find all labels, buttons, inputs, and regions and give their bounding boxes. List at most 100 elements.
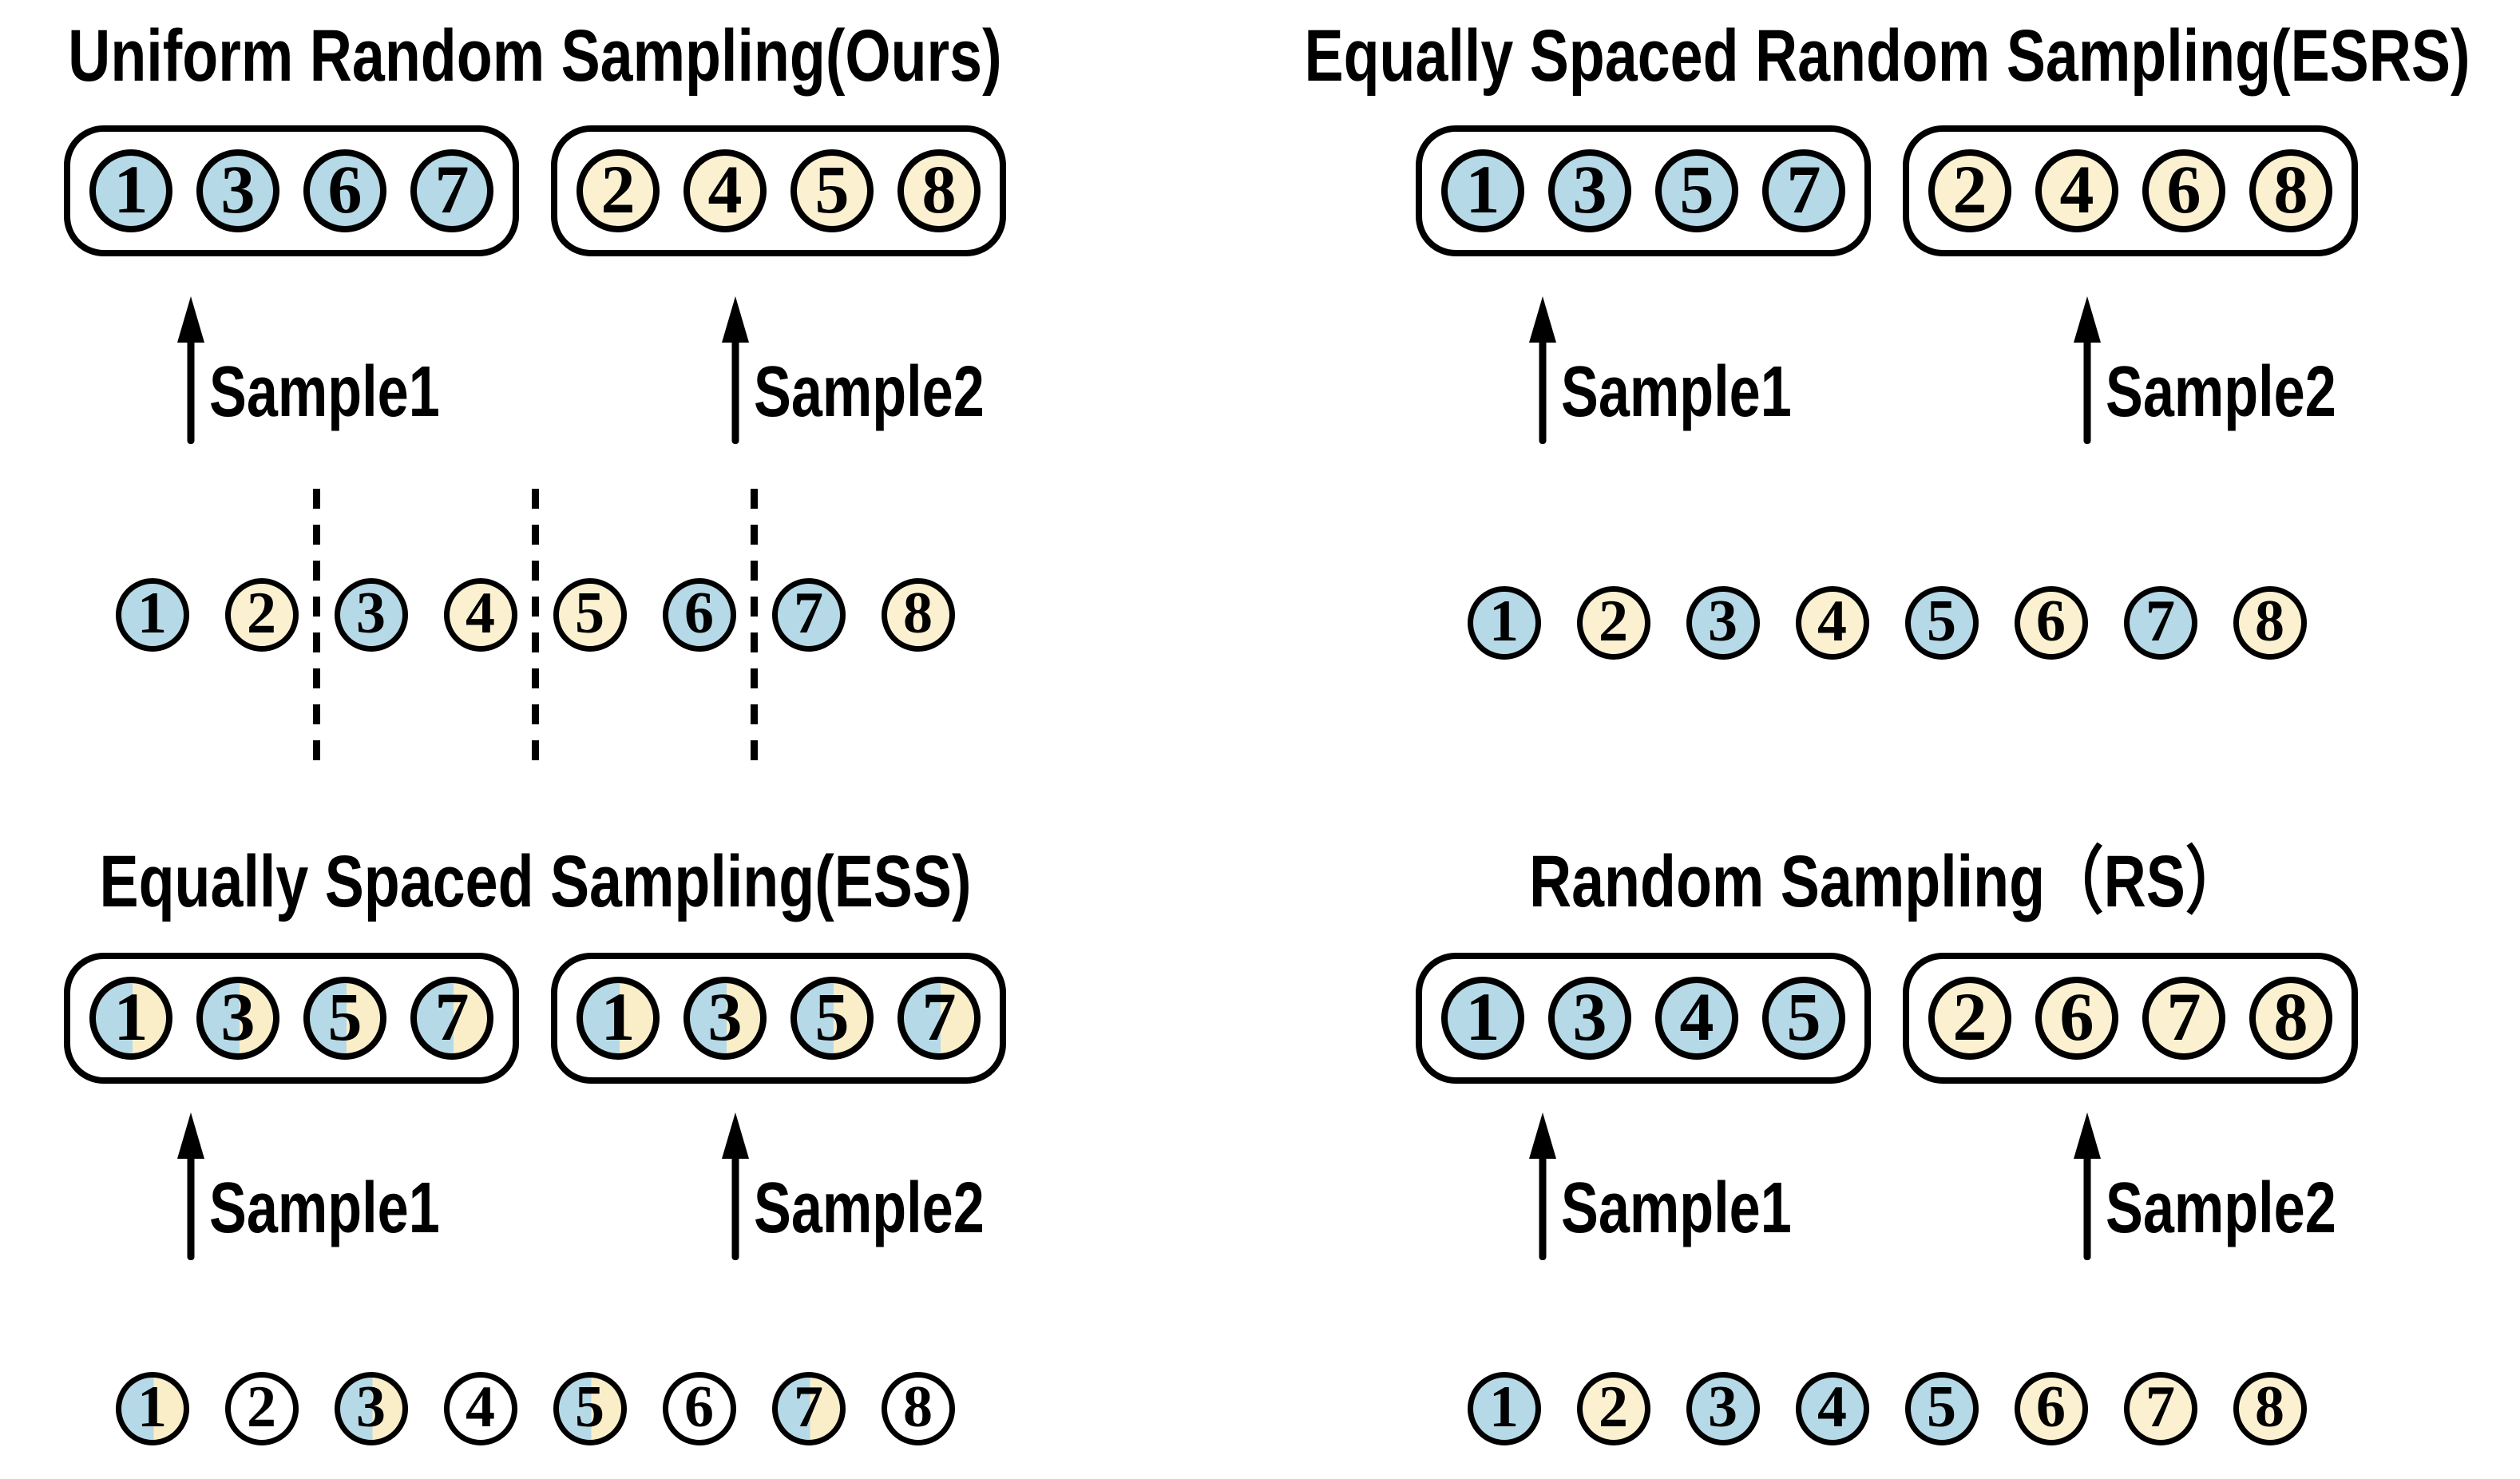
frame-number: 8 bbox=[903, 1374, 933, 1440]
frame-number: 3 bbox=[1708, 1374, 1737, 1440]
frame-circle-5: 5 bbox=[1904, 1371, 1979, 1445]
frame-number: 5 bbox=[1927, 1374, 1956, 1440]
arrows-row: Sample1 Sample2 bbox=[1524, 1112, 2400, 1260]
frame-circle-7: 7 bbox=[2123, 585, 2197, 660]
frame-circle-7: 7 bbox=[2123, 1371, 2197, 1445]
up-arrow-icon bbox=[717, 296, 754, 444]
frame-number: 1 bbox=[137, 580, 167, 646]
frame-number: 8 bbox=[2255, 1374, 2284, 1440]
frame-number: 3 bbox=[707, 977, 743, 1055]
frame-number: 7 bbox=[794, 580, 823, 646]
frame-circle-4: 4 bbox=[2035, 149, 2118, 232]
frame-number: 5 bbox=[327, 977, 363, 1055]
frame-circle-3: 3 bbox=[334, 577, 408, 652]
frame-number: 4 bbox=[466, 1374, 495, 1440]
frame-number: 4 bbox=[1817, 1374, 1847, 1440]
frame-number: 5 bbox=[575, 1374, 604, 1440]
arrows-row: Sample1 Sample2 bbox=[172, 1112, 1048, 1260]
frame-circle-4: 4 bbox=[443, 1371, 517, 1445]
frame-number: 1 bbox=[1465, 977, 1500, 1055]
frame-number: 8 bbox=[921, 150, 957, 228]
panel-title: Random Sampling（RS） bbox=[1529, 841, 2245, 922]
group-divider-dashed-line bbox=[312, 488, 320, 764]
frame-number: 7 bbox=[2146, 588, 2175, 654]
frame-number: 1 bbox=[113, 150, 149, 228]
frame-circle-6: 6 bbox=[2035, 976, 2118, 1060]
arrows-row: Sample1 Sample2 bbox=[1524, 296, 2400, 444]
frame-circle-3: 3 bbox=[1548, 149, 1631, 232]
frame-circle-1: 1 bbox=[1441, 149, 1524, 232]
frame-number: 7 bbox=[2166, 977, 2201, 1055]
frame-circle-6: 6 bbox=[2014, 1371, 2088, 1445]
frame-number: 3 bbox=[356, 580, 386, 646]
frame-circle-2: 2 bbox=[1576, 1371, 1650, 1445]
frame-number: 7 bbox=[2146, 1374, 2175, 1440]
frame-circle-5: 5 bbox=[1904, 585, 1979, 660]
frame-circle-5: 5 bbox=[1762, 976, 1845, 1060]
frame-circle-2: 2 bbox=[577, 149, 660, 232]
frame-number: 7 bbox=[794, 1374, 823, 1440]
sample1-label: Sample1 bbox=[1561, 351, 1793, 432]
frame-number: 2 bbox=[1599, 1374, 1628, 1440]
frame-circle-1: 1 bbox=[577, 976, 660, 1060]
frame-circle-7: 7 bbox=[410, 149, 493, 232]
frame-number: 3 bbox=[220, 977, 256, 1055]
up-arrow-icon bbox=[1524, 1112, 1561, 1260]
frame-number: 3 bbox=[356, 1374, 386, 1440]
sample2-arrow-group: Sample2 bbox=[717, 1112, 1049, 1260]
frame-number: 1 bbox=[1465, 150, 1500, 228]
frame-number: 6 bbox=[2036, 1374, 2066, 1440]
frame-circle-8: 8 bbox=[881, 577, 955, 652]
frame-circle-3: 3 bbox=[196, 976, 279, 1060]
frame-circle-4: 4 bbox=[683, 149, 767, 232]
frame-circle-7: 7 bbox=[771, 577, 846, 652]
frame-number: 3 bbox=[1572, 977, 1607, 1055]
frame-circle-8: 8 bbox=[897, 149, 981, 232]
frame-number: 6 bbox=[327, 150, 363, 228]
frame-circle-8: 8 bbox=[2249, 149, 2332, 232]
frame-number: 4 bbox=[2059, 150, 2094, 228]
panel-title: Equally Spaced Sampling(ESS) bbox=[99, 841, 971, 922]
source-frames-row: 1 2 3 4 5 6 7 8 bbox=[1467, 1371, 2307, 1445]
frame-circle-5: 5 bbox=[553, 577, 627, 652]
sample2-arrow-group: Sample2 bbox=[2069, 296, 2401, 444]
sample2-arrow-group: Sample2 bbox=[717, 296, 1049, 444]
frame-number: 1 bbox=[113, 977, 149, 1055]
sample1-arrow-group: Sample1 bbox=[172, 296, 505, 444]
frame-circle-1: 1 bbox=[115, 1371, 189, 1445]
group-divider-dashed-line bbox=[531, 488, 539, 764]
frame-number: 8 bbox=[2273, 977, 2308, 1055]
frame-number: 7 bbox=[434, 977, 470, 1055]
frame-number: 7 bbox=[1786, 150, 1821, 228]
frame-number: 2 bbox=[600, 150, 636, 228]
frame-circle-7: 7 bbox=[410, 976, 493, 1060]
frame-circle-4: 4 bbox=[1795, 1371, 1869, 1445]
frame-number: 1 bbox=[1489, 1374, 1519, 1440]
sample2-label: Sample2 bbox=[2105, 351, 2336, 432]
frame-circle-5: 5 bbox=[1655, 149, 1738, 232]
sample1-arrow-group: Sample1 bbox=[1524, 1112, 1856, 1260]
frame-circle-7: 7 bbox=[897, 976, 981, 1060]
frame-number: 6 bbox=[2059, 977, 2094, 1055]
frame-circle-3: 3 bbox=[196, 149, 279, 232]
sample1-label: Sample1 bbox=[209, 1168, 441, 1248]
sample1-label: Sample1 bbox=[209, 351, 441, 432]
arrows-row: Sample1 Sample2 bbox=[172, 296, 1048, 444]
sample2-label: Sample2 bbox=[2105, 1168, 2336, 1248]
up-arrow-icon bbox=[1524, 296, 1561, 444]
sample2-arrow-group: Sample2 bbox=[2069, 1112, 2401, 1260]
frame-number: 3 bbox=[1572, 150, 1607, 228]
frame-circle-1: 1 bbox=[1467, 1371, 1541, 1445]
frame-circle-8: 8 bbox=[881, 1371, 955, 1445]
